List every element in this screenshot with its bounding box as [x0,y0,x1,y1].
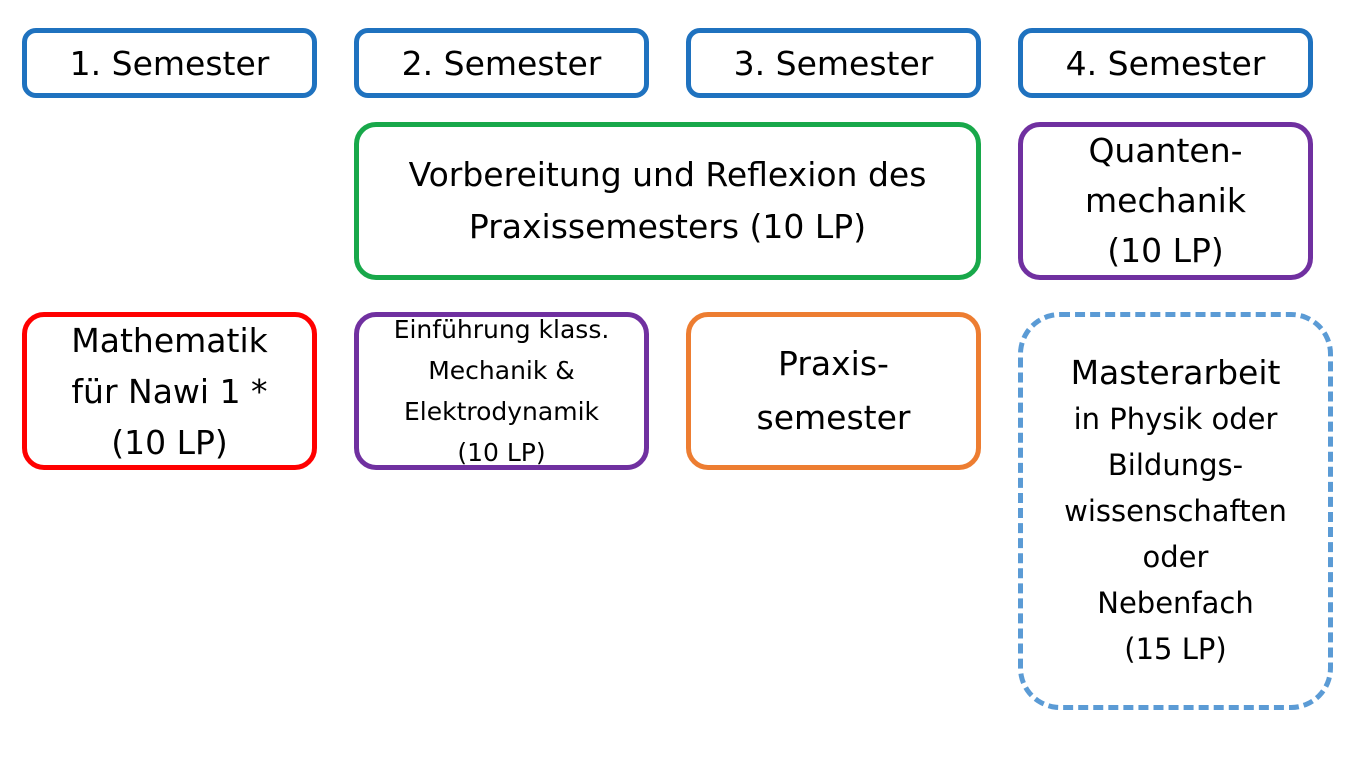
module-text-line: Praxissemesters (10 LP) [468,207,867,246]
module-text-line: Masterarbeit [1070,353,1281,392]
module-text-line: mechanik [1085,181,1246,220]
module-text-line: Vorbereitung und Reflexion des [408,155,927,194]
module-praxissemester: Praxis- semester [686,312,981,470]
module-text-line: Bildungs- [1107,448,1244,482]
module-text-line: (10 LP) [111,422,228,462]
module-text-line: Mechanik & [428,356,575,385]
module-mathematik: Mathematik für Nawi 1 * (10 LP) [22,312,317,470]
module-text-line: Elektrodynamik [403,397,600,426]
semester-4-header: 4. Semester [1018,28,1313,98]
module-text-line: Nebenfach [1097,586,1254,620]
module-text-line: wissenschaften [1064,494,1287,528]
module-text-line: (10 LP) [1107,231,1224,270]
module-text-line: (10 LP) [457,438,546,467]
module-vorbereitung-reflexion: Vorbereitung und Reflexion des Praxissem… [354,122,981,280]
semester-2-header: 2. Semester [354,28,649,98]
module-text-line: oder [1142,540,1209,574]
semester-1-label: 1. Semester [69,43,270,83]
module-text-line: Praxis- [778,344,889,383]
module-text-line: in Physik oder [1073,402,1278,436]
semester-2-label: 2. Semester [401,43,602,83]
module-text-line: Einführung klass. [393,315,610,344]
module-quantenmechanik: Quanten- mechanik (10 LP) [1018,122,1313,280]
module-text-line: für Nawi 1 * [71,371,268,411]
semester-3-header: 3. Semester [686,28,981,98]
module-text-line: semester [756,398,911,437]
semester-1-header: 1. Semester [22,28,317,98]
semester-3-label: 3. Semester [733,43,934,83]
module-text-line: Mathematik [71,320,268,360]
module-text-line: (15 LP) [1124,632,1227,666]
module-text-line: Quanten- [1088,131,1243,170]
semester-4-label: 4. Semester [1065,43,1266,83]
module-einfuehrung-mechanik: Einführung klass. Mechanik & Elektrodyna… [354,312,649,470]
module-masterarbeit: Masterarbeit in Physik oder Bildungs- wi… [1018,312,1333,710]
